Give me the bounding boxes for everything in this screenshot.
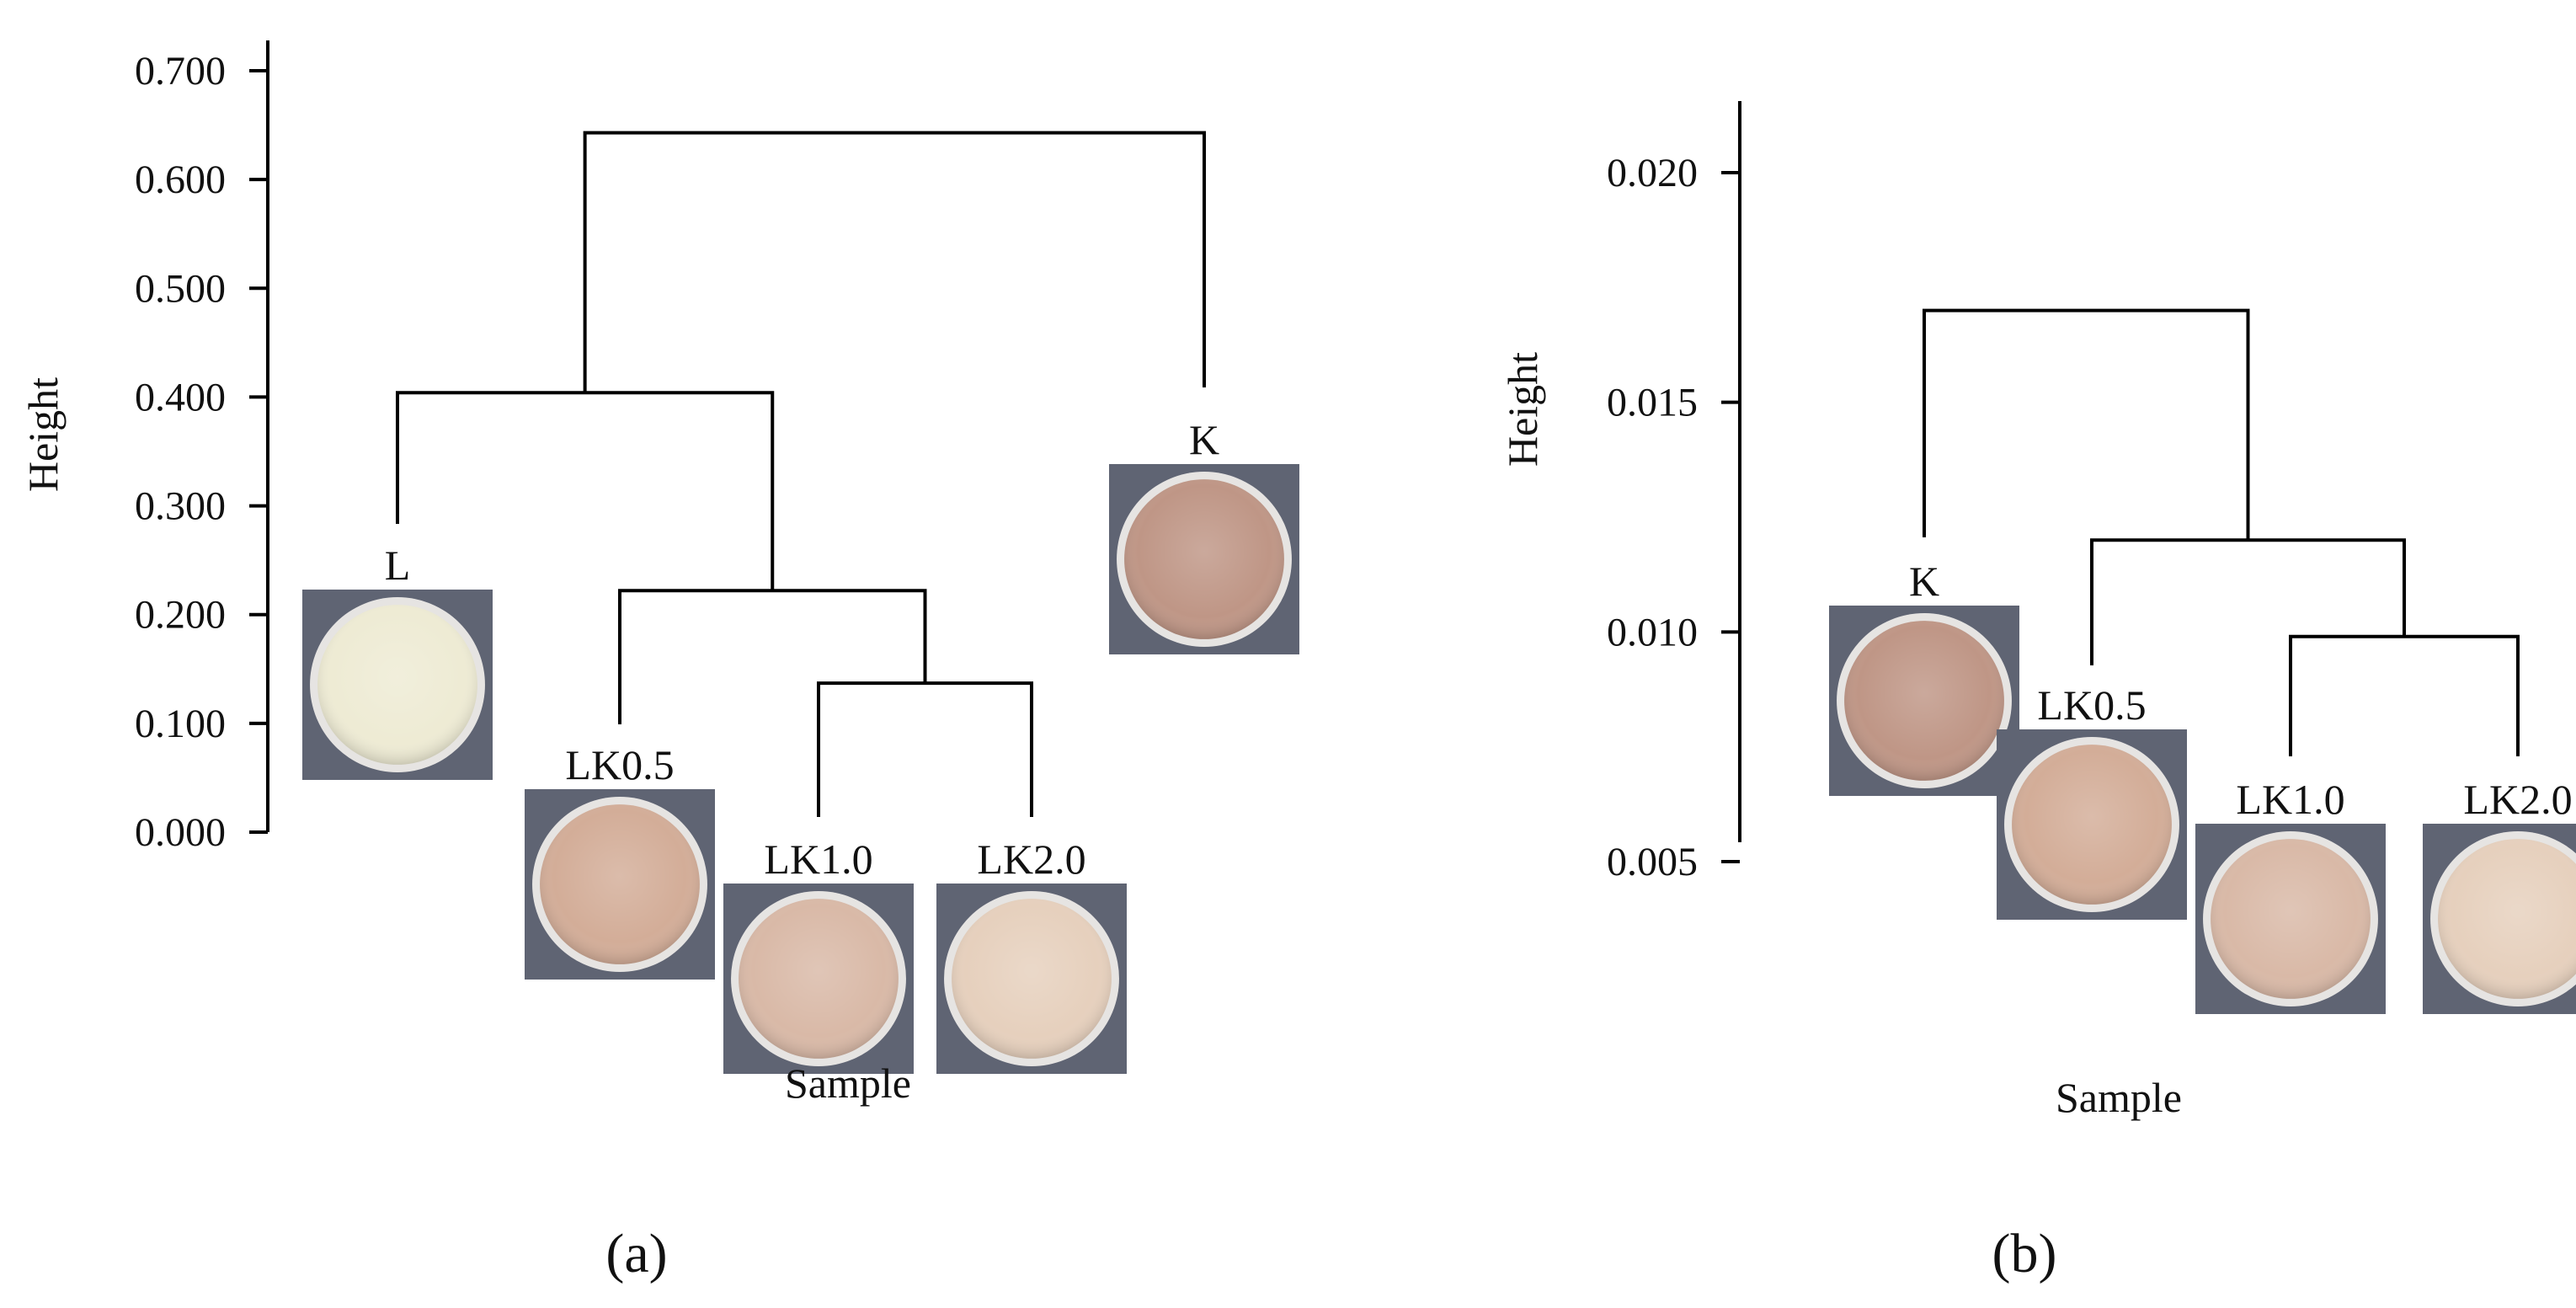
leaf-label: K [1909, 558, 1939, 605]
y-axis-ticks: 0.005 0.010 0.015 0.020 [1607, 151, 1740, 884]
leaf-label: L [385, 542, 411, 589]
leaf-sample: LK1.0 [2195, 776, 2386, 1014]
leaf-label: LK0.5 [2037, 681, 2146, 729]
panel-a: 0.000 0.100 0.200 0.300 0.400 0.500 0.600 0.700… [19, 40, 1299, 1284]
leaf-sample: LK2.0 [936, 836, 1127, 1074]
leaf-label: LK1.0 [2236, 776, 2344, 823]
dendrogram-link [2289, 634, 2520, 756]
leaf-sample: LK0.5 [525, 741, 715, 980]
petri-dish-shading [952, 899, 1112, 1059]
dendrogram-link [817, 681, 1033, 817]
dendrogram-links [396, 131, 1206, 817]
petri-dish-shading [2211, 839, 2371, 999]
y-tick-label: 0.600 [135, 157, 226, 202]
leaf-sample: K [1829, 558, 2019, 796]
leaf-sample: LK1.0 [723, 836, 914, 1074]
y-tick-label: 0.400 [135, 375, 226, 419]
petri-dish-shading [2012, 745, 2172, 905]
leaf-sample: L [302, 542, 493, 780]
x-axis-title: Sample [2056, 1074, 2182, 1121]
petri-dish-shading [540, 804, 700, 964]
y-tick-label: 0.500 [135, 266, 226, 311]
y-axis-title: Height [19, 377, 67, 492]
y-tick-label: 0.100 [135, 702, 226, 746]
y-tick-label: 0.020 [1607, 151, 1698, 195]
petri-dish-shading [1124, 479, 1284, 639]
leaf-label: K [1189, 416, 1219, 463]
leaf-sample: LK2.0 [2423, 776, 2576, 1014]
dendrogram-link [583, 131, 1206, 393]
y-tick-label: 0.700 [135, 49, 226, 93]
dendrogram-link [618, 589, 927, 724]
y-tick-label: 0.005 [1607, 840, 1698, 884]
y-tick-label: 0.200 [135, 593, 226, 638]
dendrogram-link [1923, 308, 2250, 541]
leaf-label: LK2.0 [977, 836, 1085, 883]
leaf-label: LK2.0 [2463, 776, 2572, 823]
y-tick-label: 0.000 [135, 810, 226, 855]
y-tick-label: 0.010 [1607, 610, 1698, 654]
leaf-sample: LK0.5 [1997, 681, 2187, 920]
y-axis-ticks: 0.000 0.100 0.200 0.300 0.400 0.500 0.600 0.700 [135, 49, 268, 855]
y-tick-label: 0.300 [135, 484, 226, 529]
dendrogram-links [1923, 308, 2520, 756]
petri-dish-shading [317, 605, 477, 765]
dendrogram-link [396, 391, 775, 591]
panel-label-a: (a) [605, 1223, 667, 1284]
y-tick-label: 0.015 [1607, 381, 1698, 425]
leaf-label: LK1.0 [764, 836, 872, 883]
leaf-label: LK0.5 [565, 741, 674, 788]
panel-label-b: (b) [1992, 1223, 2057, 1284]
y-axis-title: Height [1499, 352, 1546, 467]
petri-dish-shading [1844, 621, 2004, 781]
petri-dish-shading [739, 899, 899, 1059]
dendrogram-link [2090, 538, 2406, 665]
x-axis-title: Sample [785, 1060, 911, 1107]
leaf-sample: K [1109, 416, 1299, 654]
petri-dish-shading [2438, 839, 2576, 999]
